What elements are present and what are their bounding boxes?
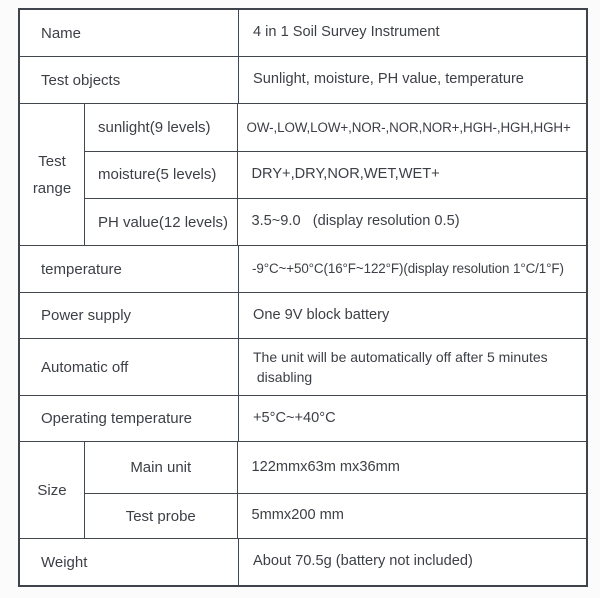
name-label: Name — [20, 10, 239, 56]
spec-row-temperature: temperature -9°C~+50°C(16°F~122°F)(displ… — [20, 245, 586, 292]
moisture-value: DRY+,DRY,NOR,WET,WET+ — [251, 166, 440, 183]
spec-row-ph-value: PH value(12 levels) 3.5~9.0 (display res… — [85, 198, 586, 245]
operating-temperature-value: +5°C~+40°C — [253, 409, 336, 426]
power-supply-label: Power supply — [20, 293, 239, 338]
sunlight-label: sunlight(9 levels) — [85, 104, 238, 151]
test-range-label: Test range — [20, 104, 85, 245]
weight-value: About 70.5g (battery not included) — [253, 553, 473, 570]
temperature-label: temperature — [20, 246, 239, 292]
spec-row-test-objects: Test objects Sunlight, moisture, PH valu… — [20, 56, 586, 103]
spec-group-size: Size Main unit 122mmx63m mx36mm Test pro… — [20, 441, 586, 538]
test-probe-label: Test probe — [85, 494, 238, 538]
test-range-subrows: sunlight(9 levels) OW-,LOW,LOW+,NOR-,NOR… — [85, 104, 586, 245]
size-subrows: Main unit 122mmx63m mx36mm Test probe 5m… — [85, 442, 586, 538]
spec-row-power-supply: Power supply One 9V block battery — [20, 292, 586, 338]
ph-value-label: PH value(12 levels) — [85, 199, 238, 245]
automatic-off-label: Automatic off — [20, 339, 239, 395]
weight-label: Weight — [20, 539, 239, 585]
name-value: 4 in 1 Soil Survey Instrument — [253, 24, 440, 41]
spec-row-automatic-off: Automatic off The unit will be automatic… — [20, 338, 586, 395]
size-label: Size — [20, 442, 85, 538]
ph-value-value: 3.5~9.0 (display resolution 0.5) — [251, 213, 460, 230]
test-objects-label: Test objects — [20, 57, 239, 103]
spec-row-weight: Weight About 70.5g (battery not included… — [20, 538, 586, 585]
main-unit-label: Main unit — [85, 442, 238, 493]
spec-row-sunlight: sunlight(9 levels) OW-,LOW,LOW+,NOR-,NOR… — [85, 104, 586, 151]
spec-row-test-probe: Test probe 5mmx200 mm — [85, 493, 586, 538]
spec-row-moisture: moisture(5 levels) DRY+,DRY,NOR,WET,WET+ — [85, 150, 586, 198]
test-probe-value: 5mmx200 mm — [251, 507, 344, 524]
spec-row-name: Name 4 in 1 Soil Survey Instrument — [20, 10, 586, 56]
power-supply-value: One 9V block battery — [253, 306, 390, 323]
spec-group-test-range: Test range sunlight(9 levels) OW-,LOW,LO… — [20, 103, 586, 245]
spec-row-main-unit: Main unit 122mmx63m mx36mm — [85, 442, 586, 493]
sunlight-value: OW-,LOW,LOW+,NOR-,NOR,NOR+,HGH-,HGH,HGH+ — [246, 119, 571, 135]
main-unit-value: 122mmx63m mx36mm — [251, 458, 400, 475]
spec-table: Name 4 in 1 Soil Survey Instrument Test … — [18, 8, 588, 587]
moisture-label: moisture(5 levels) — [85, 151, 238, 198]
test-objects-value: Sunlight, moisture, PH value, temperatur… — [253, 71, 524, 88]
spec-row-operating-temperature: Operating temperature +5°C~+40°C — [20, 395, 586, 441]
temperature-value: -9°C~+50°C(16°F~122°F)(display resolutio… — [252, 261, 564, 277]
automatic-off-value: The unit will be automatically off after… — [253, 348, 548, 385]
operating-temperature-label: Operating temperature — [20, 396, 239, 441]
